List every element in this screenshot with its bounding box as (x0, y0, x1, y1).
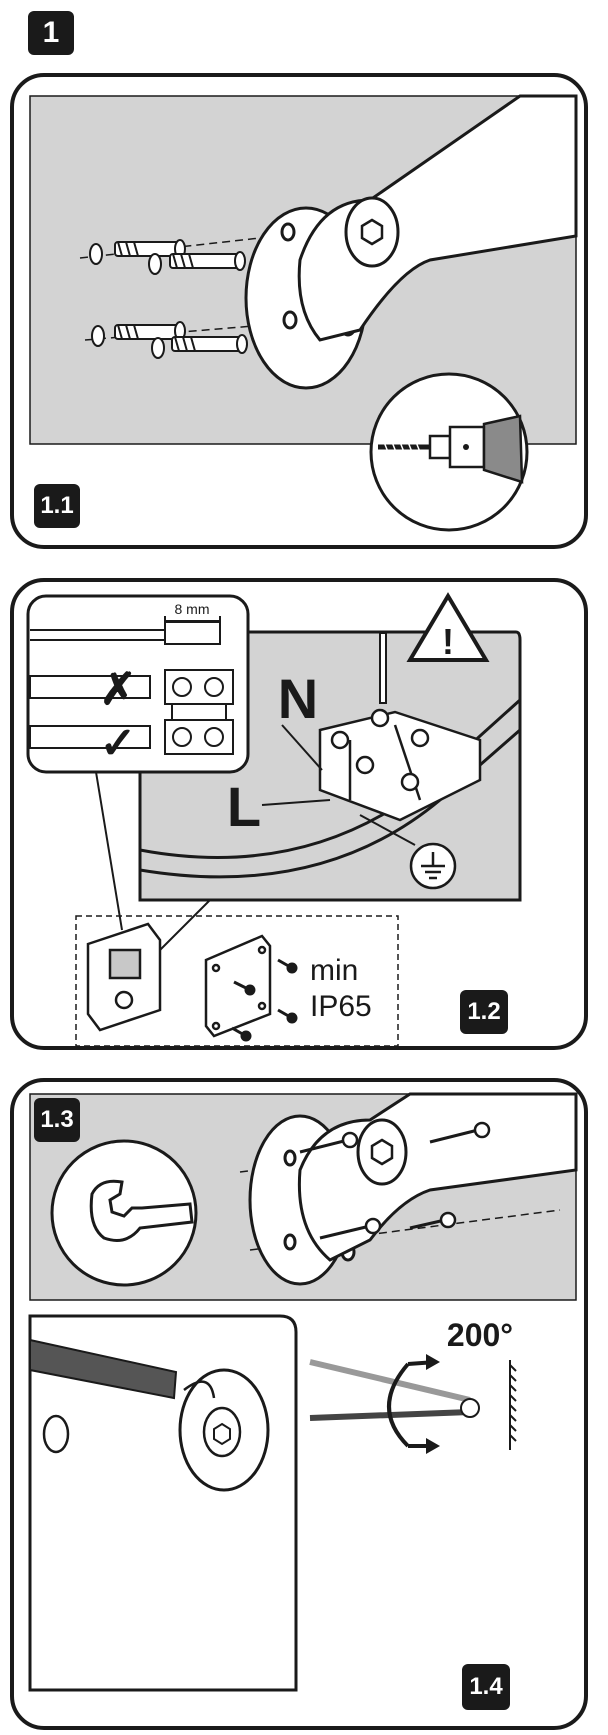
badge-1-1: 1.1 (34, 484, 80, 528)
panel-1-2 (10, 578, 588, 1050)
badge-1-4: 1.4 (462, 1664, 510, 1710)
step-number-badge: 1 (28, 11, 74, 55)
badge-1-2: 1.2 (460, 990, 508, 1034)
panel-1-1 (10, 73, 588, 549)
panel-1-3-1-4 (10, 1078, 588, 1730)
badge-1-3: 1.3 (34, 1098, 80, 1142)
